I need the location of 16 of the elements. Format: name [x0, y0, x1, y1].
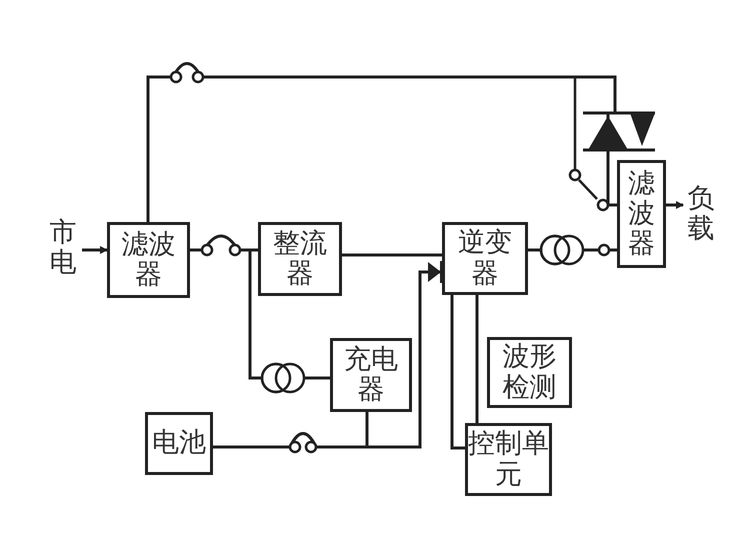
rectifier-box: 整流器: [258, 222, 342, 296]
control-unit-box: 控制单元: [465, 423, 552, 496]
charger-box: 充电器: [330, 338, 412, 412]
wire: [82, 246, 108, 254]
wire: [342, 254, 442, 256]
load-label: 负载: [684, 178, 718, 250]
wire: [146, 63, 617, 222]
waveform-detection-box: 波形检测: [487, 337, 572, 408]
filter-box: 滤波器: [617, 160, 666, 268]
wire: [450, 295, 465, 450]
wire: [666, 201, 684, 209]
filter-box: 滤波器: [107, 222, 190, 298]
mains-label: 市电: [46, 212, 80, 284]
battery-box: 电池: [145, 412, 213, 475]
wire: [476, 295, 478, 423]
inverter-box: 逆变器: [442, 222, 528, 295]
